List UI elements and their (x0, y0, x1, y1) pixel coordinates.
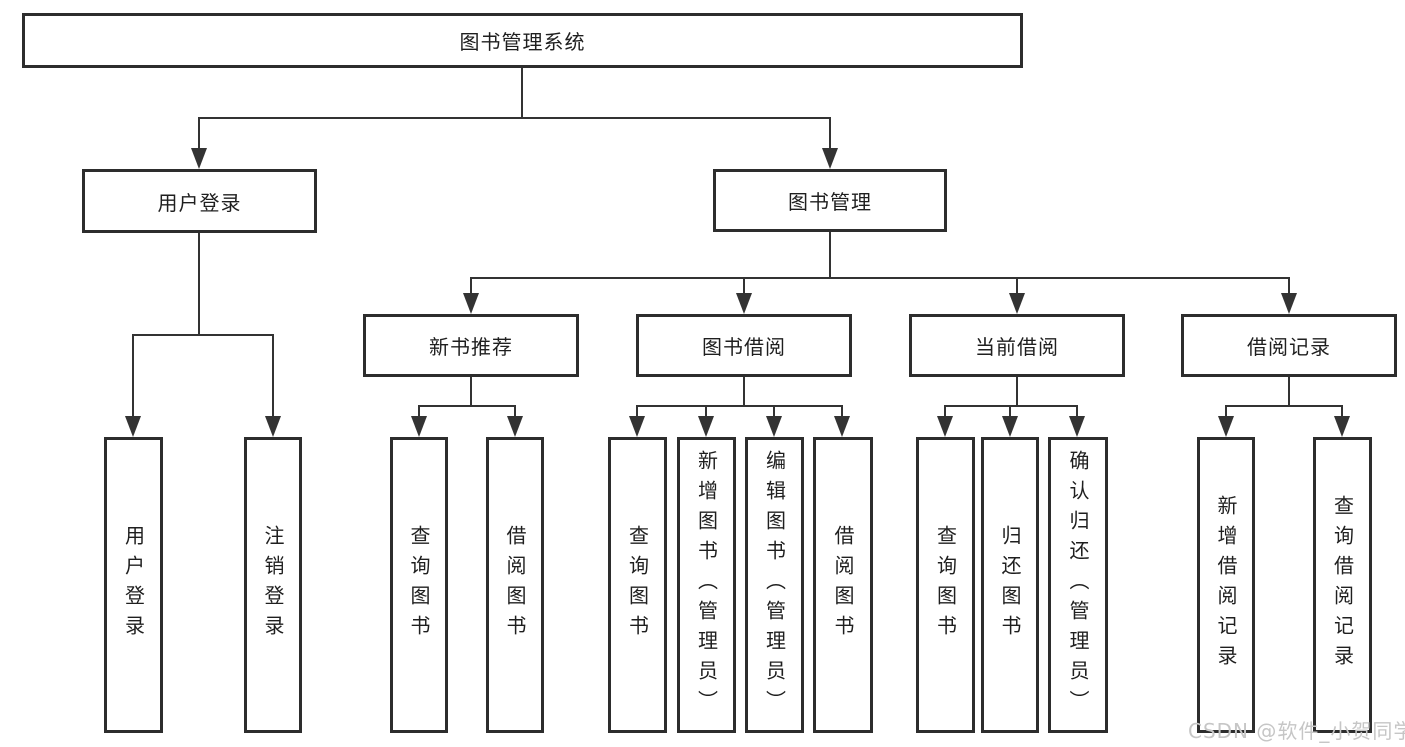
arrow-to-cb-return-icon (1002, 416, 1018, 437)
leaf-br-add-record: 新增借阅记录 (1197, 437, 1255, 733)
connector-to-bb-query (636, 405, 638, 417)
node-root: 图书管理系统 (22, 13, 1023, 68)
leaf-bb-edit-books: 编辑图书（管理员） (745, 437, 804, 733)
leaf-user-login: 用户登录 (104, 437, 163, 733)
leaf-cb-confirm-return: 确认归还（管理员） (1048, 437, 1108, 733)
node-book-borrow: 图书借阅 (636, 314, 852, 377)
connector-root-to-book-mgmt (829, 117, 831, 149)
connector-book-borrow-bar (636, 405, 843, 407)
connector-to-bb-borrow (841, 405, 843, 417)
connector-to-bb-add (705, 405, 707, 417)
arrow-to-borrow-record-icon (1281, 293, 1297, 314)
connector-borrow-record-stem (1288, 377, 1290, 407)
connector-root-bar (198, 117, 831, 119)
arrow-to-leaf-logout-icon (265, 416, 281, 437)
leaf-br-query-record-label: 查询借阅记录 (1330, 495, 1355, 675)
node-user-login: 用户登录 (82, 169, 317, 233)
arrow-to-user-login-icon (191, 148, 207, 169)
connector-to-current-borrow (1016, 277, 1018, 294)
connector-root-stem (521, 68, 523, 118)
leaf-logout: 注销登录 (244, 437, 302, 733)
arrow-to-br-query-icon (1334, 416, 1350, 437)
node-current-borrow: 当前借阅 (909, 314, 1125, 377)
leaf-bb-borrow-books-label: 借阅图书 (831, 525, 855, 645)
connector-to-br-query (1341, 405, 1343, 417)
connector-to-book-borrow (743, 277, 745, 294)
connector-new-book-rec-bar (418, 405, 516, 407)
leaf-user-login-label: 用户登录 (121, 525, 146, 645)
connector-user-login-bar (132, 334, 274, 336)
arrow-to-bb-edit-icon (766, 416, 782, 437)
arrow-to-current-borrow-icon (1009, 293, 1025, 314)
connector-root-to-user-login (198, 117, 200, 149)
leaf-cb-query-books: 查询图书 (916, 437, 975, 733)
arrow-to-bb-query-icon (629, 416, 645, 437)
arrow-to-leaf-user-login-icon (125, 416, 141, 437)
arrow-to-cb-query-icon (937, 416, 953, 437)
leaf-nb-borrow-books: 借阅图书 (486, 437, 544, 733)
connector-borrow-record-bar (1225, 405, 1343, 407)
connector-to-new-book-rec (470, 277, 472, 294)
watermark: CSDN @软件_小贺同学 (1188, 719, 1405, 743)
node-borrow-records: 借阅记录 (1181, 314, 1397, 377)
leaf-bb-add-books: 新增图书（管理员） (677, 437, 736, 733)
leaf-nb-borrow-books-label: 借阅图书 (503, 525, 527, 645)
leaf-bb-edit-books-label: 编辑图书（管理员） (762, 450, 787, 720)
connector-to-leaf-user-login (132, 334, 134, 417)
leaf-bb-query-books-label: 查询图书 (625, 525, 650, 645)
connector-book-borrow-stem (743, 377, 745, 407)
connector-to-borrow-record (1288, 277, 1290, 294)
arrow-to-cb-confirm-icon (1069, 416, 1085, 437)
leaf-logout-label: 注销登录 (261, 525, 285, 645)
arrow-to-br-add-icon (1218, 416, 1234, 437)
arrow-to-bb-add-icon (698, 416, 714, 437)
leaf-nb-query-books: 查询图书 (390, 437, 448, 733)
leaf-br-query-record: 查询借阅记录 (1313, 437, 1372, 733)
leaf-bb-borrow-books: 借阅图书 (813, 437, 873, 733)
connector-new-book-rec-stem (470, 377, 472, 407)
connector-to-cb-query (944, 405, 946, 417)
connector-book-mgmt-stem (829, 232, 831, 279)
arrow-to-nb-borrow-icon (507, 416, 523, 437)
connector-to-nb-query (418, 405, 420, 417)
node-book-management: 图书管理 (713, 169, 947, 232)
connector-to-nb-borrow (514, 405, 516, 417)
leaf-cb-confirm-return-label: 确认归还（管理员） (1066, 450, 1090, 720)
arrow-to-new-book-rec-icon (463, 293, 479, 314)
leaf-br-add-record-label: 新增借阅记录 (1214, 495, 1238, 675)
arrow-to-nb-query-icon (411, 416, 427, 437)
leaf-bb-query-books: 查询图书 (608, 437, 667, 733)
connector-to-cb-return (1009, 405, 1011, 417)
leaf-cb-return-books: 归还图书 (981, 437, 1039, 733)
leaf-cb-return-books-label: 归还图书 (998, 525, 1022, 645)
connector-to-cb-confirm (1076, 405, 1078, 417)
arrow-to-book-borrow-icon (736, 293, 752, 314)
connector-to-br-add (1225, 405, 1227, 417)
connector-current-borrow-stem (1016, 377, 1018, 407)
leaf-bb-add-books-label: 新增图书（管理员） (694, 450, 719, 720)
connector-user-login-stem (198, 233, 200, 336)
connector-to-leaf-logout (272, 334, 274, 417)
arrow-to-bb-borrow-icon (834, 416, 850, 437)
connector-book-mgmt-bar (470, 277, 1290, 279)
connector-current-borrow-bar (944, 405, 1078, 407)
connector-to-bb-edit (773, 405, 775, 417)
node-new-book-recommend: 新书推荐 (363, 314, 579, 377)
leaf-nb-query-books-label: 查询图书 (407, 525, 431, 645)
arrow-to-book-mgmt-icon (822, 148, 838, 169)
leaf-cb-query-books-label: 查询图书 (933, 525, 958, 645)
